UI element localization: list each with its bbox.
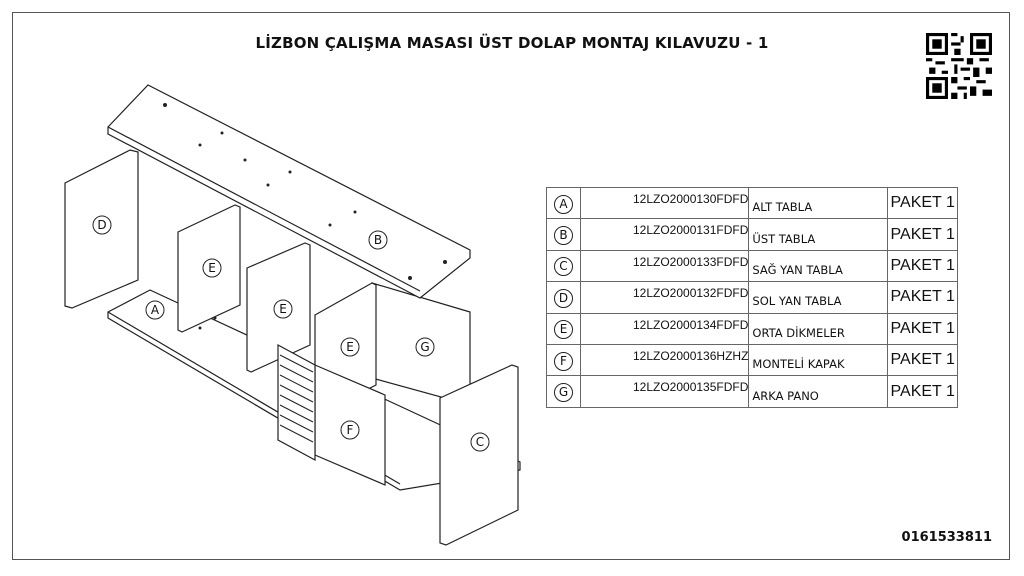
part-package: PAKET 1 <box>887 218 958 251</box>
dowel-holes <box>163 103 447 330</box>
svg-text:D: D <box>97 218 106 232</box>
part-letter: G <box>554 383 573 403</box>
part-package: PAKET 1 <box>887 375 958 408</box>
part-code: 12LZO2000134FDFD <box>579 312 750 345</box>
part-letter: E <box>554 320 573 340</box>
part-name: ÜST TABLA <box>748 218 889 251</box>
svg-text:G: G <box>420 340 429 354</box>
label-e-1: E <box>202 258 222 278</box>
table-row: F 12LZO2000136HZHZ MONTELİ KAPAK PAKET 1 <box>546 343 958 377</box>
part-code: 12LZO2000133FDFD <box>579 249 750 283</box>
label-g: G <box>415 337 435 357</box>
table-row: G 12LZO2000135FDFD ARKA PANO PAKET 1 <box>546 375 958 408</box>
part-name: ALT TABLA <box>748 186 889 220</box>
part-package: PAKET 1 <box>887 312 958 345</box>
label-c: C <box>470 432 490 452</box>
part-name: SAĞ YAN TABLA <box>748 249 889 283</box>
part-name: ARKA PANO <box>748 375 889 408</box>
table-row: C 12LZO2000133FDFD SAĞ YAN TABLA PAKET 1 <box>546 249 958 283</box>
qr-code <box>926 33 992 99</box>
svg-text:E: E <box>208 261 216 275</box>
part-code: 12LZO2000130FDFD <box>579 186 750 220</box>
part-name: MONTELİ KAPAK <box>748 343 889 377</box>
svg-text:E: E <box>346 340 354 354</box>
svg-text:A: A <box>151 303 160 317</box>
table-row: A 12LZO2000130FDFD ALT TABLA PAKET 1 <box>546 186 958 220</box>
part-letter: D <box>554 288 573 308</box>
part-name: ORTA DİKMELER <box>748 312 889 345</box>
panel-c-right <box>439 364 519 546</box>
label-e-2: E <box>273 299 293 319</box>
label-d: D <box>92 215 112 235</box>
table-row: D 12LZO2000132FDFD SOL YAN TABLA PAKET 1 <box>546 281 958 314</box>
part-code: 12LZO2000136HZHZ <box>579 343 750 377</box>
table-row: E 12LZO2000134FDFD ORTA DİKMELER PAKET 1 <box>546 312 958 345</box>
page-title: LİZBON ÇALIŞMA MASASI ÜST DOLAP MONTAJ K… <box>255 34 769 52</box>
part-letter: B <box>554 226 573 246</box>
svg-text:F: F <box>347 423 354 437</box>
part-letter: A <box>554 194 573 214</box>
document-code: 0161533811 <box>901 530 992 545</box>
part-code: 12LZO2000135FDFD <box>579 375 750 408</box>
part-package: PAKET 1 <box>887 249 958 283</box>
part-code: 12LZO2000131FDFD <box>579 218 750 251</box>
part-letter: C <box>554 257 573 277</box>
label-e-3: E <box>340 337 360 357</box>
part-letter: F <box>554 351 573 371</box>
panel-f-louver <box>277 343 316 462</box>
part-code: 12LZO2000132FDFD <box>579 281 750 314</box>
page-border <box>12 12 1010 560</box>
louver-slats <box>279 354 314 443</box>
table-row: B 12LZO2000131FDFD ÜST TABLA PAKET 1 <box>546 218 958 251</box>
part-package: PAKET 1 <box>887 186 958 220</box>
part-package: PAKET 1 <box>887 343 958 377</box>
part-package: PAKET 1 <box>887 281 958 314</box>
svg-text:B: B <box>374 233 382 247</box>
svg-text:E: E <box>279 302 287 316</box>
label-a: A <box>145 300 165 320</box>
label-f: F <box>340 420 360 440</box>
part-name: SOL YAN TABLA <box>748 281 889 314</box>
label-b: B <box>368 230 388 250</box>
svg-text:C: C <box>476 435 484 449</box>
